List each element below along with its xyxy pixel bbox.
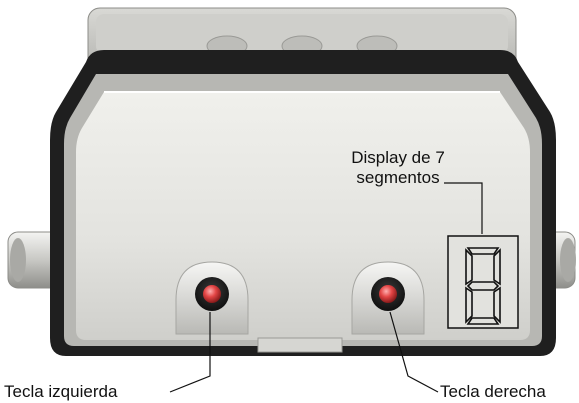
leader-lines — [169, 182, 483, 393]
bottom-lip — [257, 337, 343, 353]
display-label-line2: segmentos — [356, 168, 440, 187]
seven-segment-display — [447, 235, 519, 329]
left-key[interactable] — [175, 261, 249, 335]
right-key[interactable] — [351, 261, 425, 335]
left-key-leader-line — [169, 312, 211, 393]
display-label: Display de 7 segmentos — [318, 148, 478, 188]
right-key-led — [379, 285, 397, 303]
left-key-label: Tecla izquierda — [4, 382, 118, 401]
left-key-led — [203, 285, 221, 303]
right-key-leader-line — [389, 311, 439, 393]
display-leader-line — [444, 182, 483, 234]
display-label-line1: Display de 7 — [351, 148, 445, 167]
right-key-label: Tecla derecha — [440, 382, 546, 401]
seven-segment-digit — [465, 247, 501, 325]
